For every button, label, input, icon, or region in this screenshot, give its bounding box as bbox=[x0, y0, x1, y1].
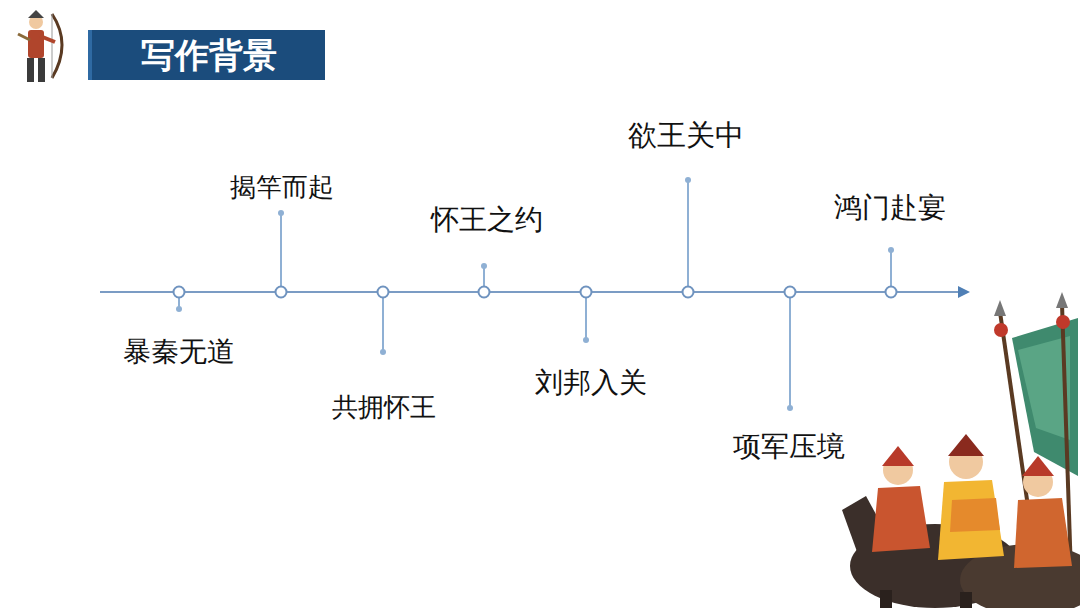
stem-dots bbox=[176, 177, 894, 411]
event-label: 鸿门赴宴 bbox=[834, 191, 946, 225]
archer-icon bbox=[18, 10, 62, 82]
event-label: 欲王关中 bbox=[628, 118, 744, 153]
timeline-axis bbox=[100, 286, 970, 298]
timeline-stems bbox=[179, 180, 891, 408]
event-label: 刘邦入关 bbox=[535, 366, 647, 400]
event-label: 怀王之约 bbox=[431, 203, 543, 237]
timeline-points bbox=[174, 287, 897, 298]
warriors-illustration bbox=[842, 292, 1080, 608]
event-label: 揭竿而起 bbox=[230, 172, 334, 203]
event-label: 共拥怀王 bbox=[332, 392, 436, 423]
event-label: 项军压境 bbox=[733, 430, 845, 464]
title-banner: 写作背景 bbox=[88, 30, 325, 80]
event-label: 暴秦无道 bbox=[123, 335, 235, 369]
